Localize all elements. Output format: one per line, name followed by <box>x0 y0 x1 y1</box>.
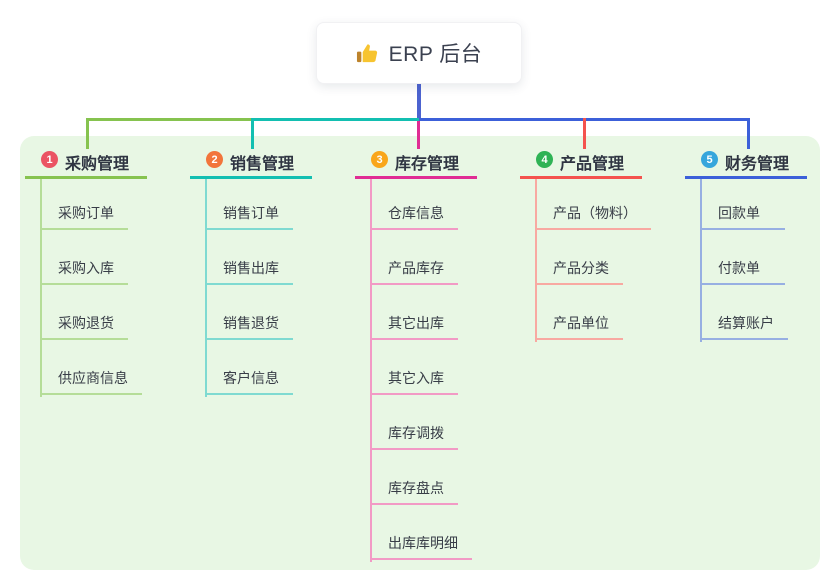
child-node-label: 回款单 <box>718 205 760 221</box>
child-node[interactable]: 供应商信息 <box>40 361 142 395</box>
child-node[interactable]: 销售订单 <box>205 196 293 230</box>
branch-head-underline <box>25 176 147 179</box>
child-node-label: 出库库明细 <box>388 535 458 551</box>
root-title: ERP 后台 <box>388 43 483 66</box>
branch-trunk-line <box>40 179 42 397</box>
child-node-label: 采购退货 <box>58 315 114 331</box>
branch-label: 库存管理 <box>395 156 460 173</box>
branch-label: 销售管理 <box>230 156 295 173</box>
branch-label: 财务管理 <box>725 156 790 173</box>
root-node[interactable]: ERP 后台 <box>316 22 522 84</box>
child-node-label: 采购订单 <box>58 205 114 221</box>
child-node[interactable]: 付款单 <box>700 251 785 285</box>
branch-label: 采购管理 <box>65 156 130 173</box>
child-node[interactable]: 产品库存 <box>370 251 458 285</box>
child-node-label: 客户信息 <box>223 370 279 386</box>
child-node[interactable]: 采购退货 <box>40 306 128 340</box>
child-node[interactable]: 结算账户 <box>700 306 788 340</box>
child-node-label: 销售出库 <box>223 260 279 276</box>
child-node[interactable]: 仓库信息 <box>370 196 458 230</box>
branch-head-5[interactable]: 5 财务管理 <box>685 148 807 179</box>
branch-badge-1: 1 <box>41 151 58 168</box>
child-node-label: 销售退货 <box>223 315 279 331</box>
child-node[interactable]: 产品分类 <box>535 251 623 285</box>
child-node[interactable]: 库存盘点 <box>370 471 458 505</box>
child-node[interactable]: 其它出库 <box>370 306 458 340</box>
child-node[interactable]: 回款单 <box>700 196 785 230</box>
child-node-label: 其它出库 <box>388 315 444 331</box>
child-node[interactable]: 其它入库 <box>370 361 458 395</box>
child-node-label: 产品单位 <box>553 315 609 331</box>
branch-trunk-line <box>205 179 207 397</box>
branches-panel <box>20 136 820 570</box>
branch-head-3[interactable]: 3 库存管理 <box>355 148 477 179</box>
branch-badge-3: 3 <box>371 151 388 168</box>
connector-drop-4 <box>583 118 586 149</box>
child-node[interactable]: 库存调拨 <box>370 416 458 450</box>
child-node-label: 销售订单 <box>223 205 279 221</box>
child-node-label: 产品分类 <box>553 260 609 276</box>
connector-drop-2 <box>251 118 254 149</box>
branch-head-underline <box>355 176 477 179</box>
branch-head-1[interactable]: 1 采购管理 <box>25 148 147 179</box>
branch-label: 产品管理 <box>560 156 625 173</box>
connector-root-line <box>417 84 421 121</box>
branch-trunk-line <box>700 179 702 342</box>
connector-bus-green <box>86 118 252 121</box>
child-node[interactable]: 产品（物料） <box>535 196 651 230</box>
child-node[interactable]: 销售退货 <box>205 306 293 340</box>
child-node[interactable]: 采购入库 <box>40 251 128 285</box>
connector-drop-3 <box>417 121 420 149</box>
child-node[interactable]: 采购订单 <box>40 196 128 230</box>
branch-trunk-line <box>535 179 537 342</box>
child-node-label: 结算账户 <box>718 315 774 331</box>
child-node-label: 产品（物料） <box>553 205 637 221</box>
child-node[interactable]: 产品单位 <box>535 306 623 340</box>
child-node[interactable]: 出库库明细 <box>370 526 472 560</box>
child-node-label: 其它入库 <box>388 370 444 386</box>
child-node-label: 产品库存 <box>388 260 444 276</box>
child-node-label: 供应商信息 <box>58 370 128 386</box>
child-node-label: 付款单 <box>718 260 760 276</box>
child-node-label: 仓库信息 <box>388 205 444 221</box>
branch-trunk-line <box>370 179 372 562</box>
child-node-label: 采购入库 <box>58 260 114 276</box>
branch-badge-4: 4 <box>536 151 553 168</box>
branch-head-underline <box>685 176 807 179</box>
branch-head-2[interactable]: 2 销售管理 <box>190 148 312 179</box>
branch-badge-2: 2 <box>206 151 223 168</box>
child-node[interactable]: 客户信息 <box>205 361 293 395</box>
branch-head-underline <box>190 176 312 179</box>
thumbs-up-icon <box>356 42 379 65</box>
child-node[interactable]: 销售出库 <box>205 251 293 285</box>
child-node-label: 库存调拨 <box>388 425 444 441</box>
connector-drop-1 <box>86 118 89 149</box>
branch-head-4[interactable]: 4 产品管理 <box>520 148 642 179</box>
branch-head-underline <box>520 176 642 179</box>
branch-badge-5: 5 <box>701 151 718 168</box>
connector-bus-teal <box>252 118 419 121</box>
connector-drop-5 <box>747 118 750 149</box>
child-node-label: 库存盘点 <box>388 480 444 496</box>
